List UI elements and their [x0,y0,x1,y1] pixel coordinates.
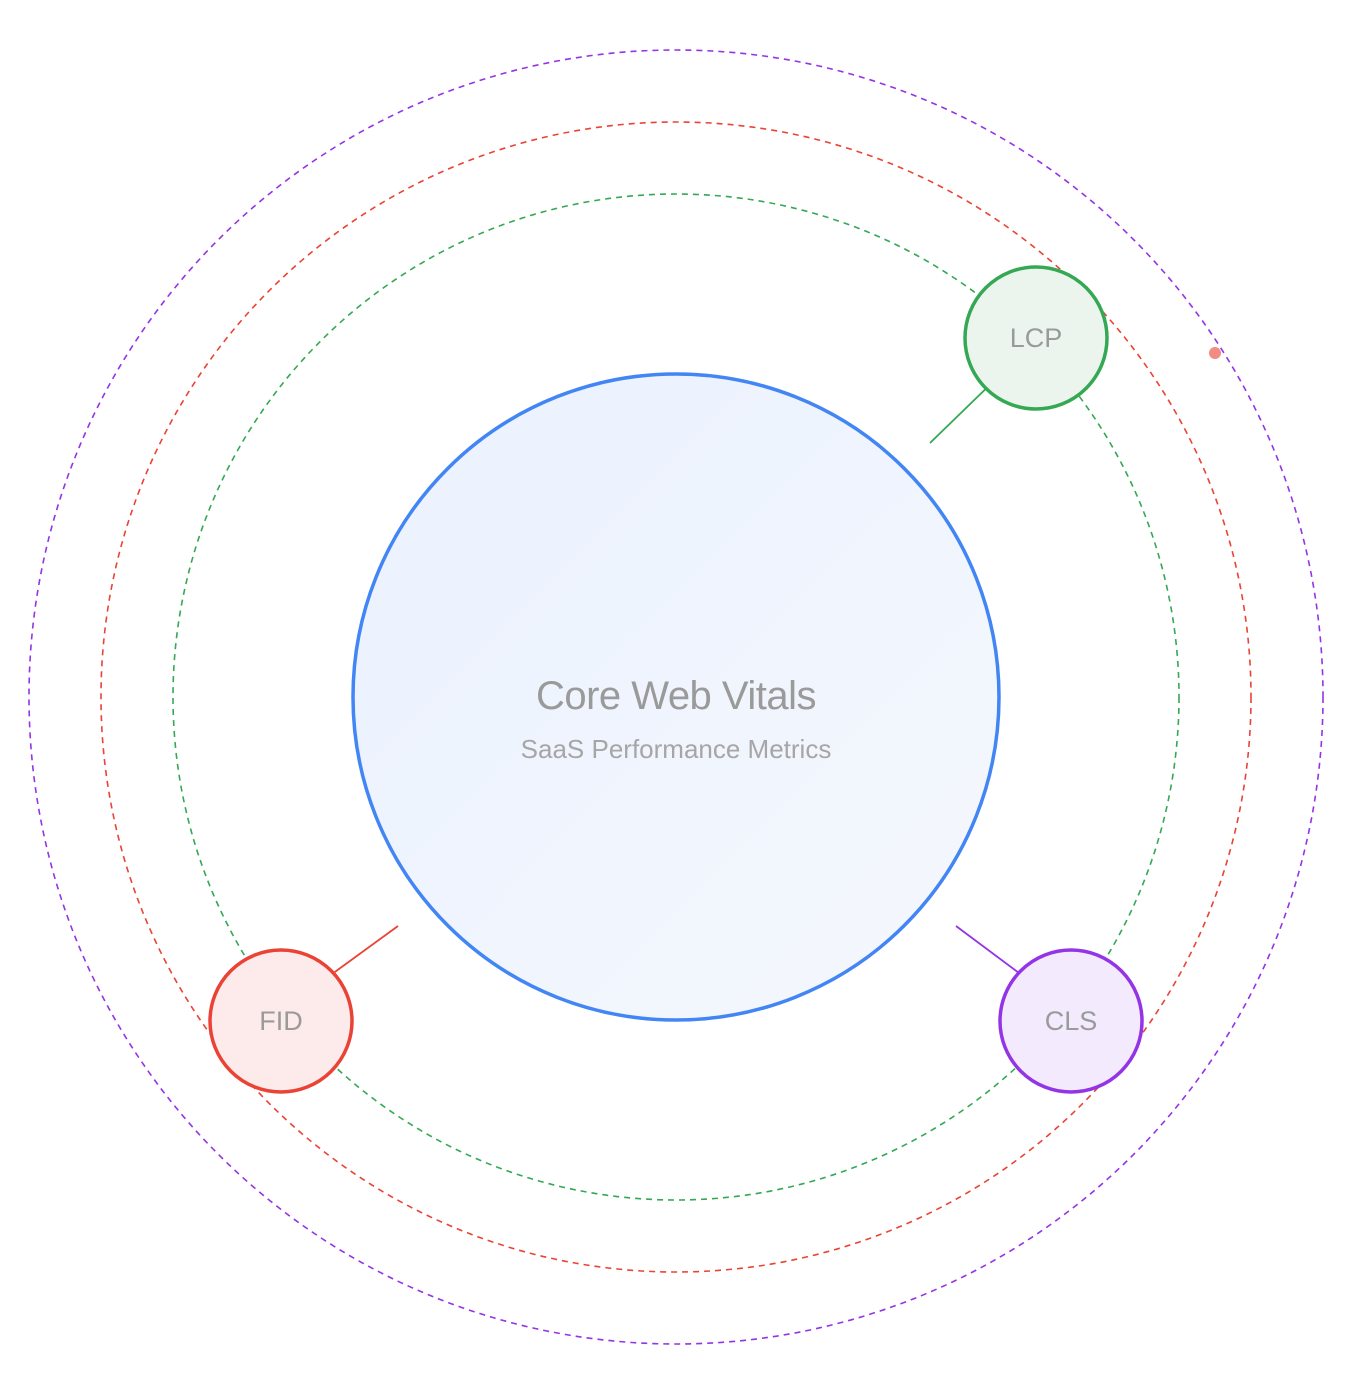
node-cls-circle [998,948,1144,1094]
node-lcp-label: LCP [1010,323,1063,353]
node-fid[interactable]: FID [208,948,354,1094]
hub-title: Core Web Vitals [536,674,816,718]
node-fid-label: FID [259,1006,303,1036]
node-cls[interactable]: CLS [998,948,1144,1094]
node-lcp[interactable]: LCP [963,265,1109,411]
orbit-dot [1209,347,1221,359]
hub-circle [351,372,1001,1022]
node-cls-label: CLS [1045,1006,1098,1036]
orbit-ring-lcp [172,193,1180,1201]
node-fid-circle [208,948,354,1094]
orbit-ring-cls [28,49,1324,1345]
node-lcp-circle [963,265,1109,411]
hub-subtitle: SaaS Performance Metrics [521,734,832,764]
orbit-ring-fid [100,121,1252,1273]
